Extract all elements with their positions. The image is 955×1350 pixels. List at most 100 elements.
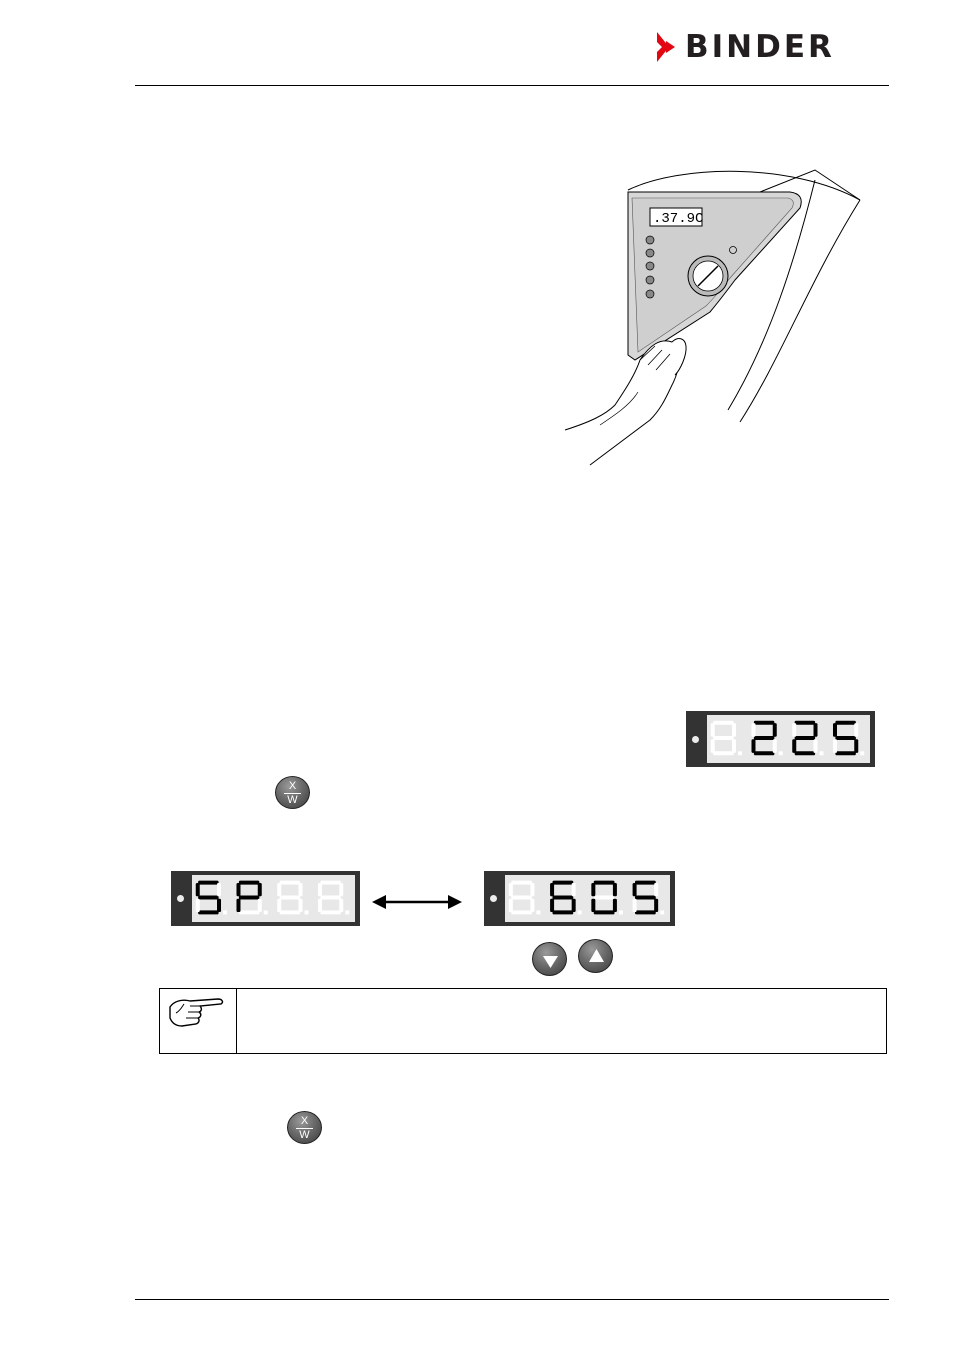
segment-d xyxy=(320,910,341,915)
segment-f xyxy=(710,723,715,737)
setpoint-value-digits xyxy=(508,880,665,915)
footer-rule xyxy=(135,1299,889,1300)
segment-d xyxy=(794,751,816,756)
brand-name: BINDER xyxy=(685,29,835,65)
segment-c xyxy=(217,898,222,913)
segment-d xyxy=(279,910,301,915)
segment-e xyxy=(508,898,513,913)
segment-b xyxy=(612,882,617,897)
xw-button-divider xyxy=(296,1127,313,1129)
segment-a xyxy=(835,720,856,725)
note-box xyxy=(159,988,887,1054)
segment-f xyxy=(317,882,322,897)
xw-button-x-label: X xyxy=(300,1115,309,1127)
segment-c xyxy=(298,898,303,913)
segment-d xyxy=(753,751,775,756)
xw-button-w-label: W xyxy=(287,794,298,806)
decimal-point xyxy=(223,910,228,915)
current-value-display xyxy=(686,711,875,767)
segment-c xyxy=(813,739,818,753)
segment-b xyxy=(530,882,535,897)
segment-f xyxy=(591,882,596,897)
segment-g xyxy=(198,895,219,900)
segment-d xyxy=(552,910,574,915)
setpoint-label-digits xyxy=(195,880,350,915)
segment-a xyxy=(634,880,656,885)
decimal-point xyxy=(660,910,665,915)
decimal-point xyxy=(738,751,743,756)
segment-b xyxy=(732,723,737,737)
segment-d xyxy=(238,910,260,915)
header-rule xyxy=(135,85,889,86)
down-button[interactable] xyxy=(532,942,567,976)
decimal-point xyxy=(860,751,865,756)
segment-e xyxy=(710,739,715,753)
controller-illustration: .37.9C xyxy=(560,160,870,470)
segment-f xyxy=(550,882,555,897)
segment-a xyxy=(593,880,615,885)
segment-c xyxy=(654,898,659,913)
segment-b xyxy=(217,882,222,897)
segment-f xyxy=(508,882,513,897)
display-indicator-dot xyxy=(177,895,184,902)
segment-a xyxy=(713,720,734,725)
decimal-point xyxy=(778,751,783,756)
segment-b xyxy=(813,723,818,737)
segment-e xyxy=(277,898,282,913)
segment-c xyxy=(612,898,617,913)
segment-b xyxy=(339,882,344,897)
segment-g xyxy=(634,895,656,900)
segment-d xyxy=(835,751,856,756)
decimal-point xyxy=(618,910,623,915)
xw-button-w-label: W xyxy=(299,1129,310,1141)
display-indicator-dot xyxy=(490,895,497,902)
segment-b xyxy=(298,882,303,897)
segment-e xyxy=(591,898,596,913)
segment-c xyxy=(772,739,777,753)
decimal-point xyxy=(304,910,309,915)
logo-chevron-icon xyxy=(657,32,675,62)
decimal-point xyxy=(345,910,350,915)
segment-g xyxy=(753,736,775,740)
segment-b xyxy=(654,882,659,897)
segment-d xyxy=(511,910,533,915)
display-indicator-dot xyxy=(692,736,699,743)
decimal-point xyxy=(819,751,824,756)
segment-b xyxy=(772,723,777,737)
setpoint-value-display xyxy=(484,871,675,926)
segment-g xyxy=(593,895,615,900)
segment-g xyxy=(320,895,341,900)
segment-f xyxy=(277,882,282,897)
decimal-point xyxy=(577,910,582,915)
segment-d xyxy=(593,910,615,915)
xw-button[interactable]: X W xyxy=(275,776,310,809)
segment-f xyxy=(632,882,637,897)
segment-e xyxy=(751,739,756,753)
segment-c xyxy=(854,739,859,753)
segment-d xyxy=(634,910,656,915)
segment-g xyxy=(713,736,734,740)
segment-e xyxy=(195,898,200,913)
segment-g xyxy=(552,895,574,900)
segment-f xyxy=(751,723,756,737)
xw-button-confirm[interactable]: X W xyxy=(287,1111,322,1144)
segment-c xyxy=(339,898,344,913)
segment-b xyxy=(854,723,859,737)
segment-a xyxy=(794,720,816,725)
segment-a xyxy=(238,880,260,885)
segment-e xyxy=(236,898,241,913)
decimal-point xyxy=(263,910,268,915)
segment-c xyxy=(257,898,262,913)
segment-e xyxy=(317,898,322,913)
segment-a xyxy=(753,720,775,725)
segment-e xyxy=(550,898,555,913)
double-arrow-icon xyxy=(372,895,462,909)
segment-f xyxy=(236,882,241,897)
xw-button-divider xyxy=(284,792,301,794)
xw-button-x-label: X xyxy=(288,780,297,792)
up-button[interactable] xyxy=(578,939,613,973)
segment-e xyxy=(832,739,837,753)
setpoint-label-display xyxy=(171,871,360,926)
pointing-hand-icon xyxy=(169,998,224,1027)
segment-a xyxy=(279,880,301,885)
